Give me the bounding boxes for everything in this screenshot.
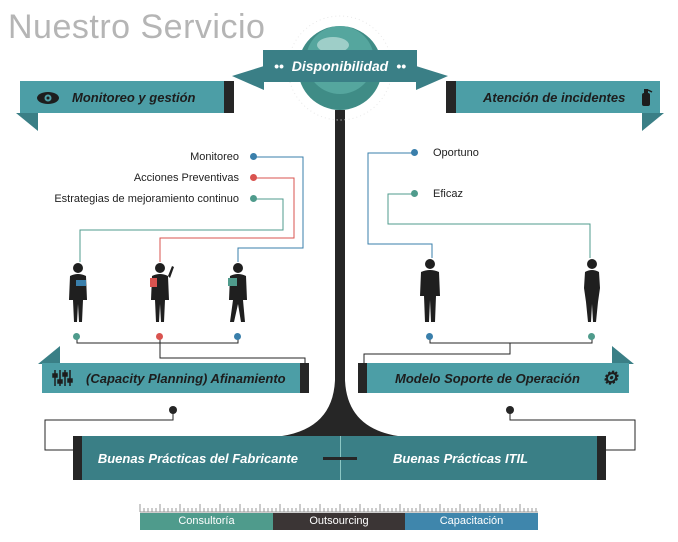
item-monitoreo: Monitoreo (190, 151, 239, 163)
person-dot (588, 333, 595, 340)
item-eficaz: Eficaz (433, 188, 463, 200)
person-figure (584, 259, 600, 322)
right-box-banner: Modelo Soporte de Operación ⚙ (367, 363, 629, 393)
dot-eficaz (411, 190, 418, 197)
person-dot (426, 333, 433, 340)
left-box-label: (Capacity Planning) Afinamiento (86, 370, 286, 386)
item-estrategias: Estrategias de mejoramiento continuo (54, 193, 239, 205)
person-figure (69, 263, 87, 322)
line-acciones (159, 177, 295, 262)
line-estrategias (79, 198, 284, 262)
left-header-label: Monitoreo y gestión (72, 89, 196, 105)
eye-icon (36, 91, 60, 104)
dot-oportuno (411, 149, 418, 156)
item-acciones-preventivas: Acciones Preventivas (133, 172, 239, 184)
dot-estrategias (250, 195, 257, 202)
person-dot (73, 333, 80, 340)
base-left-banner: Buenas Prácticas del Fabricante (82, 436, 340, 480)
left-header-banner: Monitoreo y gestión (20, 81, 226, 113)
line-monitoreo (237, 156, 304, 262)
line-oportuno (367, 152, 433, 258)
person-dot (234, 333, 241, 340)
right-header-label: Atención de incidentes (483, 89, 626, 105)
right-box-label: Modelo Soporte de Operación (395, 370, 580, 386)
person-figure (420, 259, 440, 322)
sliders-icon (52, 369, 74, 387)
tab-outsourcing[interactable]: Outsourcing (273, 513, 405, 530)
line-eficaz (387, 193, 591, 258)
gear-icon: ⚙ (601, 367, 619, 388)
dot-acciones (250, 174, 257, 181)
fire-extinguisher-icon (639, 88, 653, 106)
person-figure (150, 263, 174, 322)
page-title: Nuestro Servicio (8, 8, 266, 46)
tab-capacitacion-label: Capacitación (439, 515, 504, 527)
person-figure (228, 263, 247, 322)
base-right-label: Buenas Prácticas ITIL (393, 450, 529, 466)
person-dot (156, 333, 163, 340)
tab-outsourcing-label: Outsourcing (309, 515, 369, 527)
center-banner: ••Disponibilidad•• (263, 50, 417, 82)
left-box-banner: (Capacity Planning) Afinamiento (42, 363, 300, 393)
base-right-banner: Buenas Prácticas ITIL (340, 436, 598, 480)
dot-monitoreo (250, 153, 257, 160)
tab-consultoria[interactable]: Consultoría (140, 513, 273, 530)
tab-capacitacion[interactable]: Capacitación (405, 513, 538, 530)
item-oportuno: Oportuno (433, 147, 479, 159)
scale-pillar (282, 110, 398, 436)
right-header-banner: Atención de incidentes (455, 81, 660, 113)
center-label: Disponibilidad (291, 58, 389, 74)
base-left-label: Buenas Prácticas del Fabricante (97, 450, 298, 466)
tab-consultoria-label: Consultoría (178, 515, 235, 527)
